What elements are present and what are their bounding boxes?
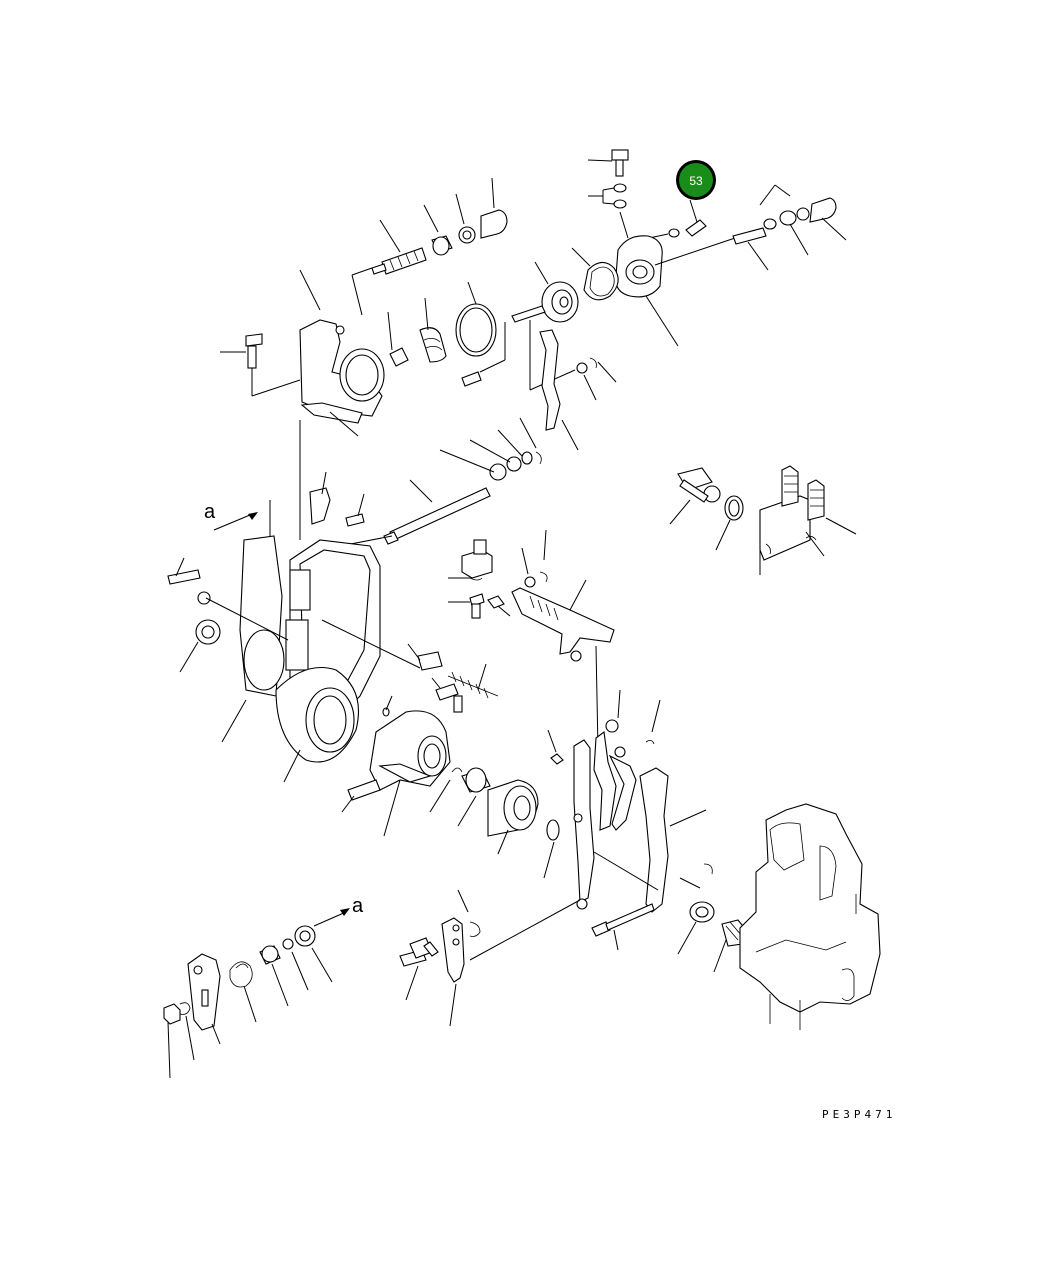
small-bracket (309, 471, 365, 527)
callout-53[interactable]: 53 (676, 160, 716, 200)
view-marker-label-lower: a (352, 895, 364, 917)
callout-number: 53 (689, 174, 703, 188)
drawing-code: PE3P471 (822, 1108, 896, 1121)
center-small-parts (448, 529, 548, 619)
lower-center-lever (399, 889, 481, 1027)
flyweight-assembly (341, 695, 564, 879)
view-marker-label: a (204, 501, 216, 523)
top-left-spring-group (351, 177, 508, 367)
lower-left-parts: a (163, 895, 364, 1079)
upper-housing-bracket (220, 269, 385, 540)
shaft-group (329, 417, 542, 549)
pump-body (739, 803, 881, 1030)
top-bolt-group (587, 149, 629, 239)
governor-cover-group (571, 184, 847, 347)
right-sensor-group (669, 465, 857, 575)
center-linkage (469, 689, 747, 973)
diaphragm-group (461, 261, 617, 451)
governor-housing (167, 535, 421, 783)
lever-spring-group (407, 579, 615, 751)
